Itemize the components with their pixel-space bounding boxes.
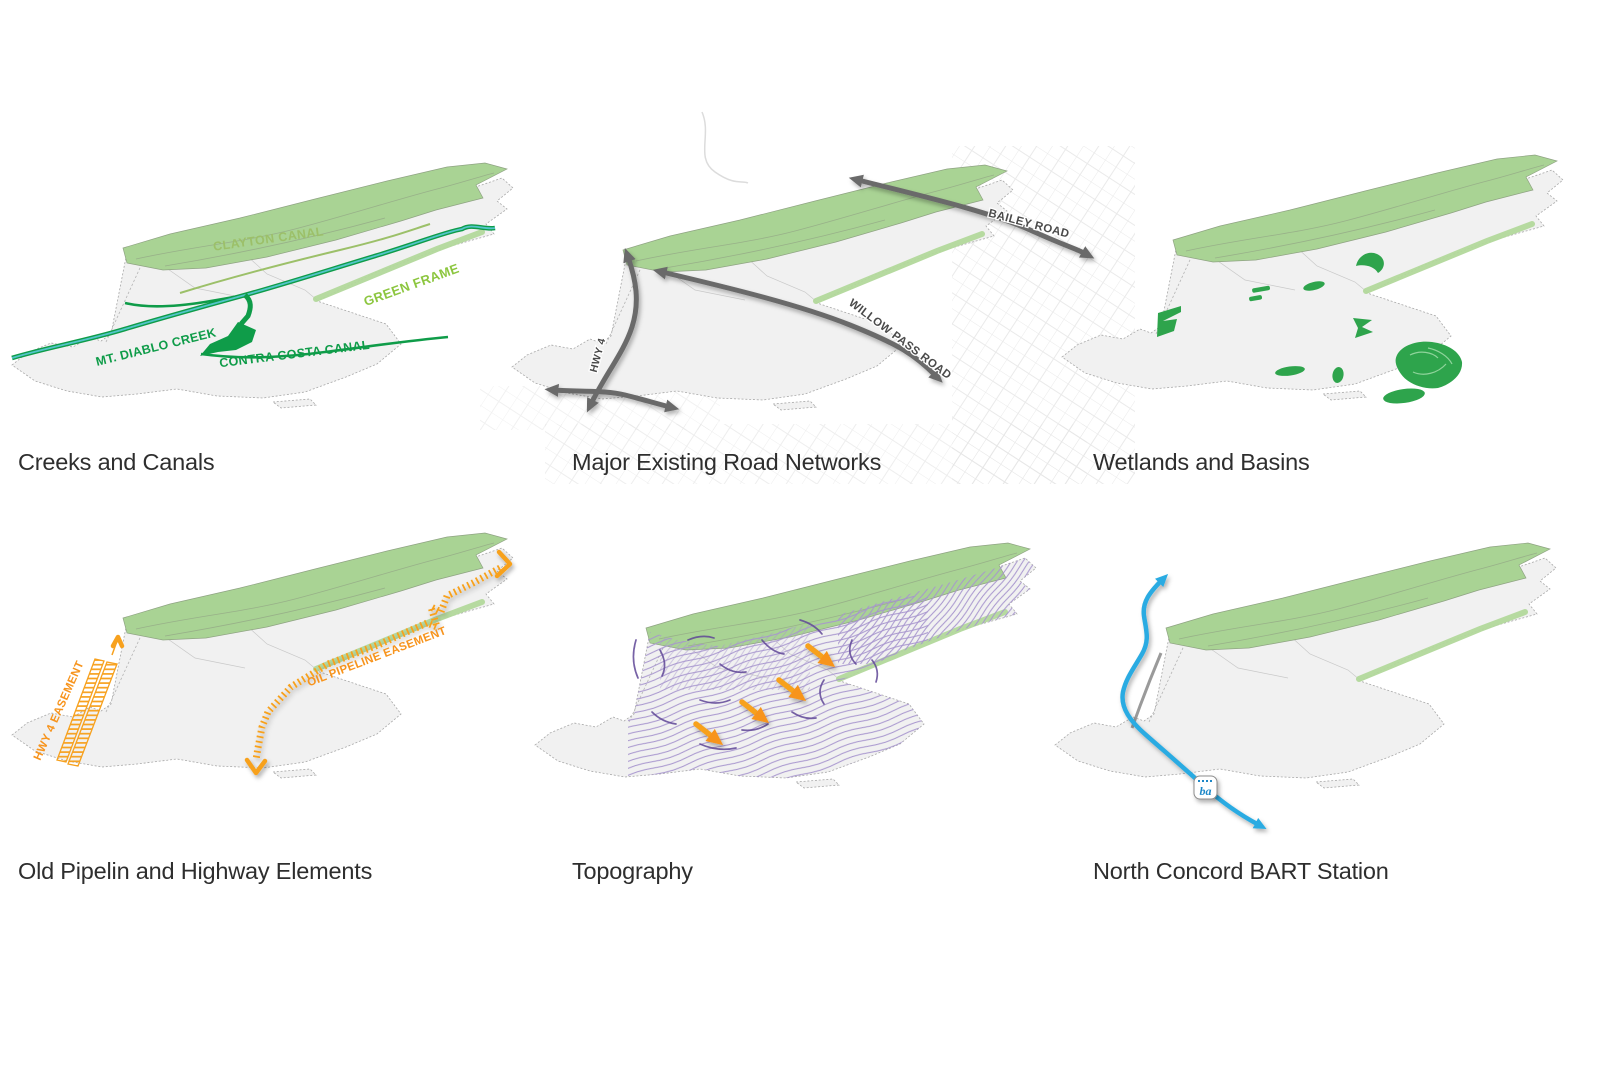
panel-title-pipeline-and-highway: Old Pipelin and Highway Elements xyxy=(18,858,373,884)
wetland-blobs xyxy=(1157,252,1463,404)
drainage-arrows xyxy=(693,643,836,746)
map-pipeline-and-highway: HWY 4 EASEMENT OIL PIPELINE EASEMENT xyxy=(12,533,513,778)
wetland-texture xyxy=(1409,347,1453,375)
map-topography xyxy=(535,543,1036,788)
panel-title-bart-station: North Concord BART Station xyxy=(1093,858,1389,884)
panel-title-wetlands-and-basins: Wetlands and Basins xyxy=(1093,449,1310,475)
panel-title-creeks-and-canals: Creeks and Canals xyxy=(18,449,215,475)
map-creeks-and-canals: CLAYTON CANAL MT. DIABLO CREEK CONTRA CO… xyxy=(12,163,513,408)
map-bart-station: ba xyxy=(1055,543,1556,830)
road-arrows xyxy=(544,174,1095,413)
panel-title-road-networks: Major Existing Road Networks xyxy=(572,449,882,475)
panel-title-topography: Topography xyxy=(572,858,693,884)
oil-pipeline xyxy=(244,549,513,776)
contour-accents xyxy=(632,619,879,751)
bart-logo: ba xyxy=(1193,775,1218,800)
hwy4-easement-band xyxy=(56,634,125,767)
bart-logo-text: ba xyxy=(1200,784,1212,798)
map-wetlands-and-basins xyxy=(1062,155,1563,404)
